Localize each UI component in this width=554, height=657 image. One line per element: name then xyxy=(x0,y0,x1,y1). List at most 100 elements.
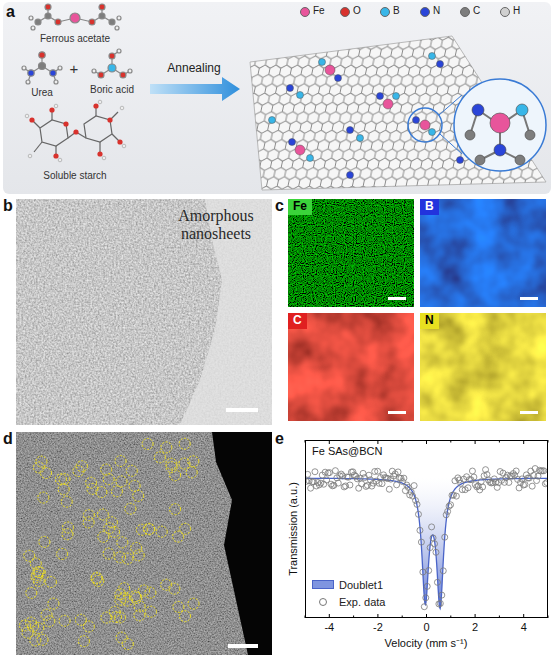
atom-marker xyxy=(115,594,126,605)
element-map: Fe xyxy=(288,199,414,307)
atom-marker xyxy=(170,504,181,515)
data-point xyxy=(529,483,535,489)
tick-label: 0 xyxy=(423,621,429,634)
data-point xyxy=(437,600,443,606)
bcn-sheet xyxy=(240,30,552,196)
doublet-curve xyxy=(305,478,548,608)
data-point xyxy=(423,595,429,601)
atom-marker xyxy=(41,468,52,479)
atom-marker xyxy=(188,598,199,609)
soluble-starch-molecule xyxy=(25,100,126,162)
atom-marker xyxy=(133,490,144,501)
data-point xyxy=(347,482,353,488)
atom-marker xyxy=(38,492,49,503)
molecule-label: Urea xyxy=(31,87,53,99)
molecule-label: Boric acid xyxy=(90,84,134,96)
legend-swatch xyxy=(460,7,470,17)
data-point xyxy=(413,498,419,504)
atom-marker xyxy=(98,531,109,542)
haadf-image xyxy=(16,432,272,655)
data-point xyxy=(420,569,426,575)
legend-label: B xyxy=(393,5,400,17)
data-point xyxy=(453,493,459,499)
scheme-panel xyxy=(3,2,552,196)
atom-marker xyxy=(106,517,117,528)
atom-marker xyxy=(142,439,153,450)
atom-marker xyxy=(110,612,121,623)
atom-marker xyxy=(83,517,94,528)
atom-marker xyxy=(26,587,37,598)
data-point xyxy=(338,471,344,477)
data-point xyxy=(312,469,318,475)
atom-marker xyxy=(20,620,31,631)
data-point xyxy=(465,485,471,491)
atom-marker xyxy=(166,458,177,469)
legend-symbol xyxy=(319,598,327,606)
tick-label: 2 xyxy=(472,621,478,634)
tick-label: 4 xyxy=(521,621,527,634)
atom-marker xyxy=(45,577,56,588)
data-point xyxy=(395,469,401,475)
atom-marker xyxy=(145,587,156,598)
data-point xyxy=(430,535,436,541)
data-point xyxy=(526,475,532,481)
map-label: B xyxy=(420,199,439,215)
data-point xyxy=(541,468,547,474)
molecule-label: Soluble starch xyxy=(43,170,106,182)
atom-marker xyxy=(55,474,66,485)
data-point xyxy=(469,468,475,474)
element-map: B xyxy=(420,199,546,307)
atom-marker xyxy=(83,621,94,632)
data-point xyxy=(434,579,440,585)
data-point xyxy=(525,475,531,481)
atom-marker xyxy=(161,579,172,590)
legend-label: Doublet1 xyxy=(339,579,383,592)
data-point xyxy=(418,539,424,545)
atom-marker xyxy=(44,616,55,627)
atom-marker xyxy=(129,480,140,491)
atom-marker xyxy=(75,614,86,625)
atom-marker xyxy=(154,452,165,463)
tick-label: -4 xyxy=(324,621,334,634)
atom-marker xyxy=(101,464,112,475)
data-point xyxy=(375,468,381,474)
data-point xyxy=(522,481,528,487)
data-point xyxy=(528,468,534,474)
data-point xyxy=(443,512,449,518)
data-point xyxy=(480,484,486,490)
atom-marker xyxy=(115,456,126,467)
data-point xyxy=(440,568,446,574)
data-point xyxy=(332,468,338,474)
legend-swatch xyxy=(500,7,510,17)
atom-marker xyxy=(188,456,199,467)
map-label: C xyxy=(288,313,307,329)
atom-marker xyxy=(125,503,136,514)
panel-letter: c xyxy=(275,197,284,215)
element-maps xyxy=(288,199,546,421)
data-point xyxy=(455,475,461,481)
atom-marker xyxy=(26,617,37,628)
data-point xyxy=(321,481,327,487)
atom-marker xyxy=(58,484,69,495)
panel-letter: a xyxy=(6,3,15,21)
legend-swatch xyxy=(300,7,310,17)
tick-label: -2 xyxy=(373,621,383,634)
data-point xyxy=(327,470,333,476)
atom-marker xyxy=(62,529,73,540)
map-label: N xyxy=(420,313,439,329)
atom-marker xyxy=(186,467,197,478)
data-point xyxy=(442,534,448,540)
data-point xyxy=(429,524,435,530)
data-point xyxy=(340,473,346,479)
atom-marker xyxy=(97,509,108,520)
data-point xyxy=(414,501,420,507)
map-label: Fe xyxy=(288,199,312,215)
atom-marker xyxy=(117,537,128,548)
data-point xyxy=(415,511,421,517)
atom-marker xyxy=(87,483,98,494)
atom-marker xyxy=(39,536,50,547)
atom-marker xyxy=(91,572,102,583)
data-point xyxy=(386,486,392,492)
panel-letter: b xyxy=(3,197,13,215)
